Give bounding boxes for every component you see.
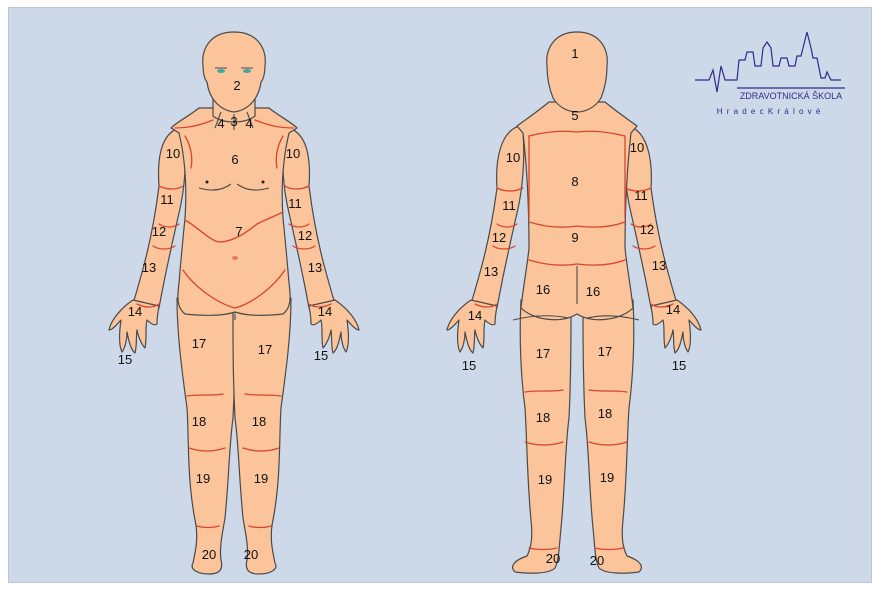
back-label-1: 1 <box>571 46 578 61</box>
back-label-5: 5 <box>571 108 578 123</box>
back-left-leg <box>513 300 571 573</box>
front-label-20b: 20 <box>244 547 258 562</box>
school-logo: ZDRAVOTNICKÁ ŠKOLA H r a d e c K r á l o… <box>695 32 845 116</box>
back-label-17a: 17 <box>536 346 550 361</box>
front-label-13b: 13 <box>308 260 322 275</box>
front-label-15b: 15 <box>314 348 328 363</box>
front-right-leg <box>233 298 291 574</box>
logo-city: H r a d e c K r á l o v é <box>717 107 822 116</box>
front-label-15a: 15 <box>118 352 132 367</box>
front-label-4b: 4 <box>245 116 252 131</box>
front-label-17a: 17 <box>192 336 206 351</box>
back-label-16b: 16 <box>586 284 600 299</box>
back-label-12a: 12 <box>492 230 506 245</box>
front-label-19a: 19 <box>196 471 210 486</box>
front-torso <box>171 108 297 315</box>
back-label-15b: 15 <box>672 358 686 373</box>
back-label-18b: 18 <box>598 406 612 421</box>
front-label-11a: 11 <box>160 192 174 207</box>
front-label-13a: 13 <box>142 260 156 275</box>
back-label-18a: 18 <box>536 410 550 425</box>
front-label-19b: 19 <box>254 471 268 486</box>
back-label-12b: 12 <box>640 222 654 237</box>
front-right-hand <box>309 300 359 353</box>
back-head <box>547 32 608 112</box>
back-label-15a: 15 <box>462 358 476 373</box>
front-label-17b: 17 <box>258 342 272 357</box>
back-label-9: 9 <box>571 230 578 245</box>
back-label-13a: 13 <box>484 264 498 279</box>
back-label-14a: 14 <box>468 308 482 323</box>
front-label-4a: 4 <box>217 116 224 131</box>
back-label-19a: 19 <box>538 472 552 487</box>
front-label-7: 7 <box>235 224 242 239</box>
front-label-11b: 11 <box>288 196 302 211</box>
back-label-16a: 16 <box>536 282 550 297</box>
front-label-12a: 12 <box>152 224 166 239</box>
front-label-14b: 14 <box>318 304 332 319</box>
back-label-20a: 20 <box>546 551 560 566</box>
back-label-11b: 11 <box>634 188 648 203</box>
back-label-19b: 19 <box>600 470 614 485</box>
front-head <box>203 32 265 112</box>
back-label-11a: 11 <box>502 198 516 213</box>
back-label-13b: 13 <box>652 258 666 273</box>
logo-school-name: ZDRAVOTNICKÁ ŠKOLA <box>740 91 842 101</box>
front-label-3: 3 <box>230 114 237 129</box>
back-label-14b: 14 <box>666 302 680 317</box>
front-label-10b: 10 <box>286 146 300 161</box>
front-label-10a: 10 <box>166 146 180 161</box>
front-label-6: 6 <box>231 152 238 167</box>
back-label-10b: 10 <box>630 140 644 155</box>
back-label-8: 8 <box>571 174 578 189</box>
front-label-12b: 12 <box>298 228 312 243</box>
logo-heartbeat-skyline <box>695 32 841 92</box>
front-label-20a: 20 <box>202 547 216 562</box>
back-label-17b: 17 <box>598 344 612 359</box>
front-label-18a: 18 <box>192 414 206 429</box>
back-right-leg <box>583 300 641 573</box>
diagram-panel: 2 4 3 4 6 10 10 11 11 12 12 7 13 13 14 1… <box>8 7 872 583</box>
body-diagram: 2 4 3 4 6 10 10 11 11 12 12 7 13 13 14 1… <box>9 8 873 584</box>
back-label-20b: 20 <box>590 553 604 568</box>
front-label-2: 2 <box>233 78 240 93</box>
back-label-10a: 10 <box>506 150 520 165</box>
front-label-14a: 14 <box>128 304 142 319</box>
front-label-18b: 18 <box>252 414 266 429</box>
